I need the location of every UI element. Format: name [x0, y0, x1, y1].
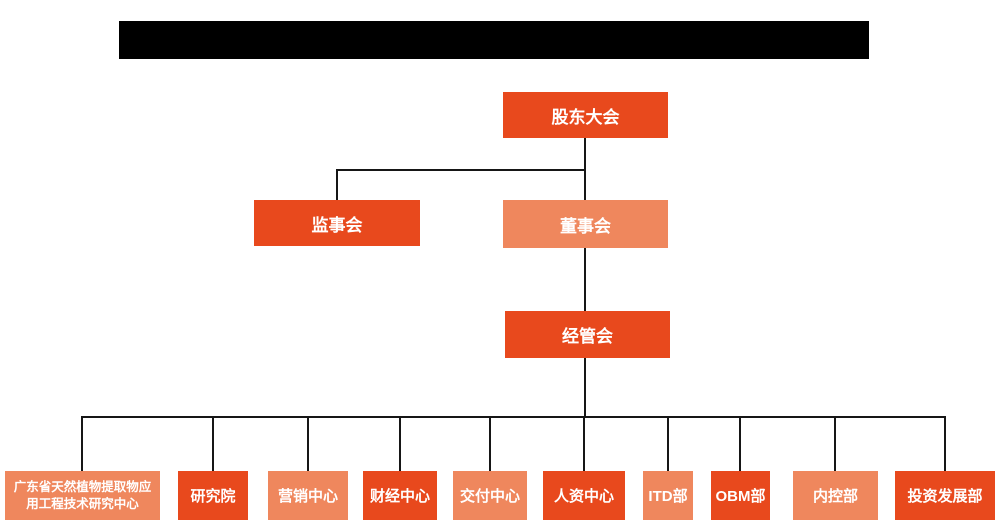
connector-drop-line: [307, 416, 309, 471]
org-node-dept-internal-control: 内控部: [793, 471, 878, 520]
connector-board-stem-line: [584, 248, 586, 311]
connector-supervisory-branch-line: [336, 169, 586, 171]
org-node-dept-delivery-center: 交付中心: [453, 471, 527, 520]
org-node-supervisory-board: 监事会: [254, 200, 420, 246]
connector-drop-line: [739, 416, 741, 471]
connector-management-stem-line: [584, 358, 586, 417]
connector-drop-line: [834, 416, 836, 471]
connector-drop-line: [944, 416, 946, 471]
org-node-shareholders-meeting: 股东大会: [503, 92, 668, 138]
org-node-dept-hr-center: 人资中心: [543, 471, 625, 520]
org-node-dept-investment-development: 投资发展部: [895, 471, 995, 520]
connector-departments-bus-line: [81, 416, 946, 418]
org-node-dept-marketing-center: 营销中心: [268, 471, 348, 520]
connector-drop-line: [81, 416, 83, 471]
org-node-dept-finance-center: 财经中心: [363, 471, 437, 520]
org-node-dept-guangdong-research-center: 广东省天然植物提取物应用工程技术研究中心: [5, 471, 160, 520]
connector-drop-line: [212, 416, 214, 471]
connector-drop-line: [399, 416, 401, 471]
connector-drop-line: [667, 416, 669, 471]
org-node-dept-research-institute: 研究院: [178, 471, 248, 520]
redacted-title-bar: [119, 21, 869, 59]
connector-drop-line: [583, 416, 585, 471]
org-node-management-committee: 经管会: [505, 311, 670, 358]
connector-drop-line: [489, 416, 491, 471]
org-node-board-of-directors: 董事会: [503, 200, 668, 248]
connector-supervisory-drop-line: [336, 169, 338, 200]
org-node-dept-obm: OBM部: [711, 471, 770, 520]
org-node-dept-itd: ITD部: [643, 471, 693, 520]
